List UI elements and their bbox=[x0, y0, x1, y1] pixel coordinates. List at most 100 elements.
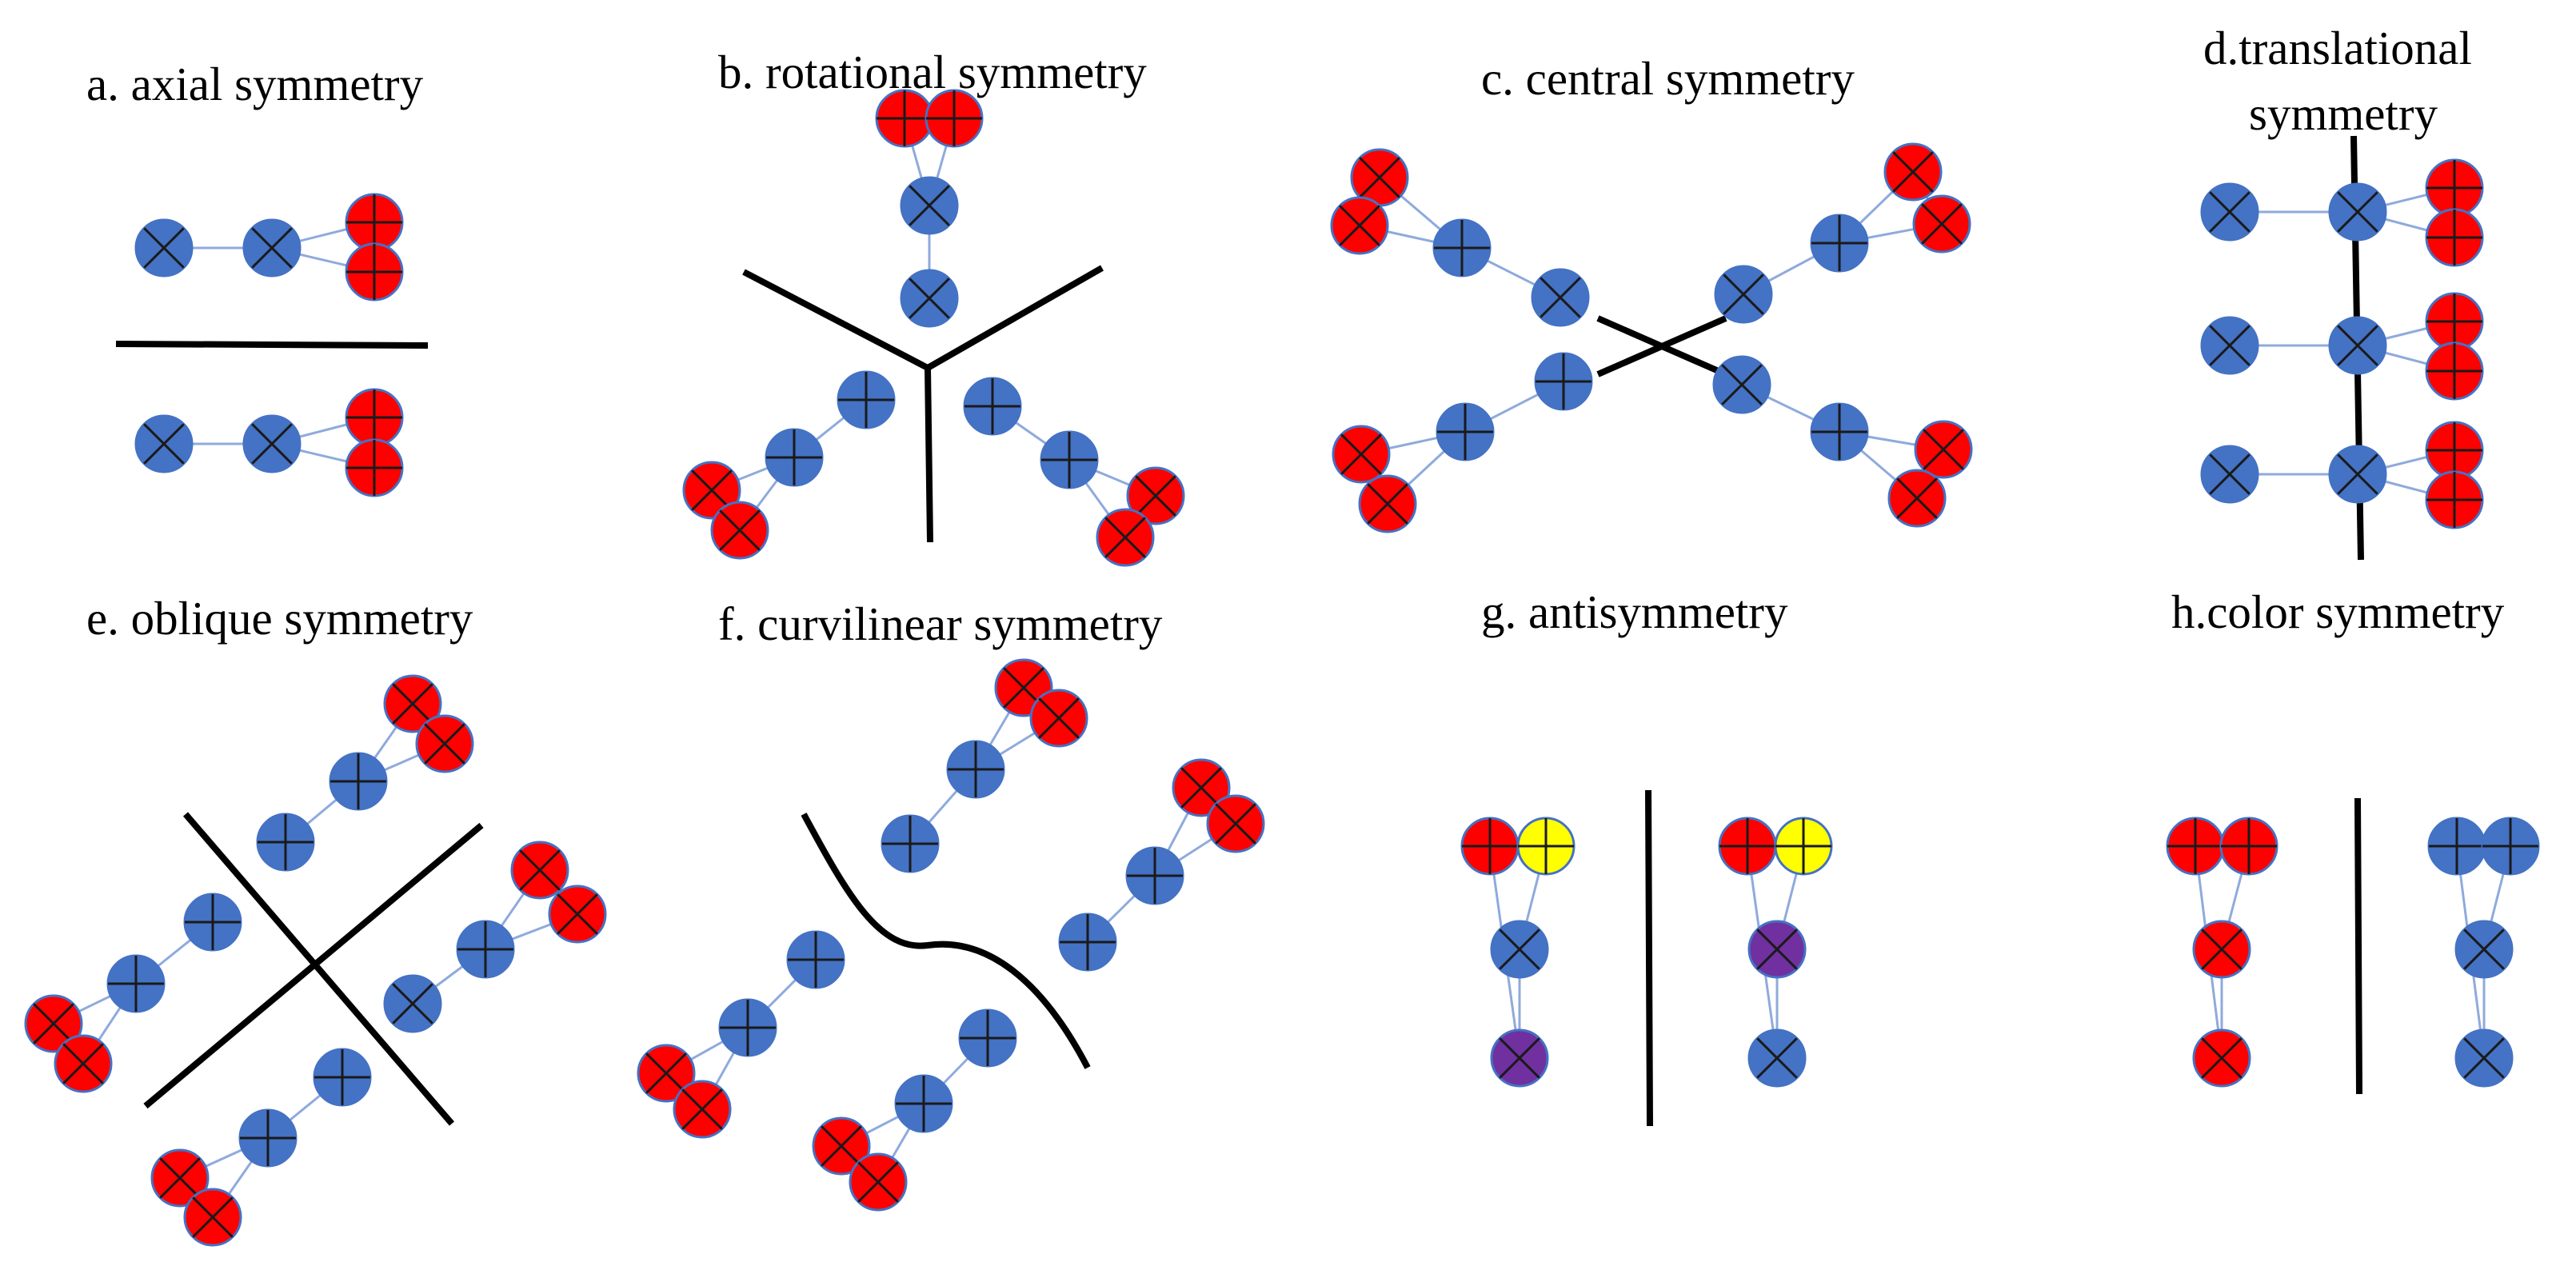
panel-e-title: e. oblique symmetry bbox=[86, 592, 473, 645]
blue-plus-node bbox=[718, 998, 777, 1057]
red-plus-node bbox=[2425, 208, 2484, 267]
nodes bbox=[24, 89, 2540, 1247]
red-cross-node bbox=[548, 885, 607, 944]
blue-plus-node bbox=[1040, 430, 1099, 489]
blue-cross-node bbox=[134, 218, 194, 278]
blue-plus-node bbox=[183, 893, 242, 952]
red-plus-node bbox=[2425, 341, 2484, 401]
red-cross-node bbox=[150, 1148, 210, 1208]
blue-cross-node bbox=[1712, 355, 1771, 414]
blue-cross-node bbox=[2200, 316, 2259, 375]
red-cross-node bbox=[1206, 794, 1265, 853]
blue-plus-node bbox=[2481, 817, 2540, 876]
red-cross-node bbox=[415, 714, 474, 773]
red-cross-node bbox=[1330, 196, 1389, 255]
panel-d-title-line1: d.translational bbox=[2203, 22, 2472, 74]
purple-cross-node bbox=[1747, 920, 1807, 979]
red-cross-node bbox=[1029, 689, 1088, 748]
blue-cross-node bbox=[383, 974, 442, 1033]
blue-plus-node bbox=[963, 377, 1022, 436]
blue-plus-node bbox=[765, 428, 824, 487]
panel-b-title: b. rotational symmetry bbox=[718, 46, 1147, 98]
red-cross-node bbox=[812, 1116, 871, 1176]
blue-plus-node bbox=[1810, 214, 1869, 273]
blue-cross-node bbox=[1747, 1028, 1807, 1088]
red-cross-node bbox=[673, 1080, 732, 1139]
panel-f-title: f. curvilinear symmetry bbox=[718, 597, 1163, 650]
blue-cross-node bbox=[2200, 445, 2259, 504]
blue-plus-node bbox=[238, 1108, 298, 1168]
red-cross-node bbox=[637, 1044, 696, 1103]
red-cross-node bbox=[54, 1034, 113, 1093]
red-plus-node bbox=[2425, 158, 2484, 218]
red-plus-node bbox=[875, 89, 934, 148]
red-cross-node bbox=[1883, 142, 1943, 202]
red-plus-node bbox=[2219, 817, 2278, 876]
blue-plus-node bbox=[1534, 352, 1593, 411]
purple-cross-node bbox=[1490, 1028, 1549, 1088]
panel-a-title: a. axial symmetry bbox=[86, 58, 424, 110]
node-links bbox=[52, 117, 2512, 1218]
panel-h-title: h.color symmetry bbox=[2171, 585, 2505, 638]
blue-cross-node bbox=[242, 218, 302, 278]
panel-g-title: g. antisymmetry bbox=[1481, 585, 1788, 638]
red-plus-node bbox=[2425, 421, 2484, 480]
red-cross-node bbox=[1887, 469, 1947, 528]
red-cross-node bbox=[849, 1152, 908, 1212]
red-cross-node bbox=[1096, 508, 1155, 567]
panel-c-cross-line-2 bbox=[1596, 315, 1727, 377]
red-plus-node bbox=[2425, 470, 2484, 529]
blue-plus-node bbox=[894, 1074, 953, 1133]
red-plus-node bbox=[2166, 817, 2225, 876]
red-cross-node bbox=[1172, 758, 1231, 817]
blue-cross-node bbox=[1490, 920, 1549, 979]
blue-plus-node bbox=[1436, 402, 1495, 461]
blue-plus-node bbox=[1058, 913, 1117, 972]
blue-plus-node bbox=[1432, 218, 1492, 278]
blue-plus-node bbox=[946, 740, 1005, 799]
blue-cross-node bbox=[242, 414, 302, 473]
blue-cross-node bbox=[900, 176, 959, 235]
red-cross-node bbox=[2192, 920, 2251, 979]
red-plus-node bbox=[345, 242, 404, 302]
red-plus-node bbox=[345, 388, 404, 447]
blue-cross-node bbox=[134, 414, 194, 473]
red-plus-node bbox=[345, 438, 404, 497]
blue-plus-node bbox=[106, 954, 166, 1013]
blue-plus-node bbox=[1810, 402, 1869, 461]
panel-e-axis-line-1 bbox=[182, 812, 455, 1126]
panel-d-title-line2: symmetry bbox=[2249, 87, 2438, 140]
blue-plus-node bbox=[881, 814, 940, 873]
yellow-plus-node bbox=[1516, 817, 1576, 876]
red-plus-node bbox=[345, 193, 404, 252]
panel-g-axis-line bbox=[1645, 789, 1653, 1127]
panel-c-title: c. central symmetry bbox=[1481, 52, 1855, 105]
blue-cross-node bbox=[2454, 1028, 2514, 1088]
panel-b-axis-arm-down bbox=[925, 367, 933, 543]
red-cross-node bbox=[1332, 425, 1391, 484]
blue-plus-node bbox=[2427, 817, 2486, 876]
red-cross-node bbox=[183, 1188, 242, 1247]
panel-f-curved-axis bbox=[801, 813, 1091, 1069]
blue-plus-node bbox=[958, 1008, 1017, 1068]
blue-plus-node bbox=[1125, 846, 1184, 905]
red-cross-node bbox=[710, 501, 769, 560]
blue-cross-node bbox=[900, 269, 959, 328]
red-plus-node bbox=[925, 89, 984, 148]
blue-cross-node bbox=[1531, 268, 1590, 327]
blue-plus-node bbox=[786, 930, 845, 989]
red-cross-node bbox=[383, 674, 442, 733]
panel-a-axis-line bbox=[115, 341, 429, 349]
blue-plus-node bbox=[329, 752, 388, 811]
panel-h-axis-line bbox=[2354, 797, 2362, 1095]
panel-e-axis-line-2 bbox=[143, 822, 484, 1109]
blue-cross-node bbox=[2454, 920, 2514, 979]
red-cross-node bbox=[1914, 420, 1973, 479]
yellow-plus-node bbox=[1774, 817, 1833, 876]
blue-cross-node bbox=[2328, 316, 2387, 375]
panel-b-axis-arm-left bbox=[742, 269, 929, 371]
red-cross-node bbox=[510, 841, 569, 900]
red-plus-node bbox=[1718, 817, 1777, 876]
blue-plus-node bbox=[456, 920, 515, 979]
